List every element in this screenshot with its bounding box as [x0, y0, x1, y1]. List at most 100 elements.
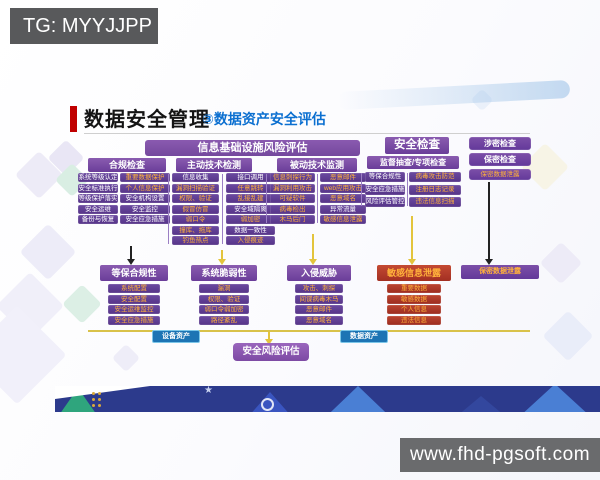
diamond-decor: [542, 310, 594, 362]
banner-infrastructure-risk-assessment: 信息基础设施风险评估: [145, 140, 360, 156]
diagram-item: 攻击、刺探: [295, 284, 343, 293]
diagram-item: 安全应急措施: [120, 215, 170, 224]
diagram-item: 漏洞扫描验证: [172, 183, 219, 193]
diagram-item: 撞库、拖库: [172, 225, 219, 235]
diagram-item: 违法信息扫描: [409, 197, 461, 207]
diagram-item: 乱接乱建: [226, 194, 275, 203]
diagram-item: 安全运维: [78, 204, 118, 214]
diagram-item: 等级保护落实: [78, 194, 118, 203]
data-assets-label: 数据资产: [340, 330, 388, 343]
security-risk-assessment-box: 安全风险评估: [233, 343, 309, 361]
column-header-passive-monitoring: 被动技术监测: [277, 158, 357, 172]
diagram-item: 恶意域名: [295, 315, 343, 325]
diagram-item: 可疑软件: [270, 194, 315, 203]
bottom-header-sensitive-info-leak: 敏感信息泄露: [377, 265, 451, 281]
title-accent-bar: [70, 106, 77, 132]
diagram-item: 弱口令弱加密: [199, 305, 249, 314]
triangle-decor: [310, 386, 406, 412]
column-subheader-spot-check: 监督抽查/专项检查: [367, 156, 459, 169]
diagram-item: 弱加密: [226, 215, 275, 224]
diagram-item: 木马后门: [270, 215, 315, 224]
diagram-item: 病毒攻击防范: [409, 172, 461, 182]
arrowhead-icon: [265, 339, 273, 345]
footer-band: ★: [55, 386, 600, 412]
site-watermark-badge: www.fhd-pgsoft.com: [400, 438, 600, 472]
diagram-item: 备份与恢复: [78, 215, 118, 224]
diagram-item: 恶意邮件: [295, 305, 343, 314]
diagram-item: web应用攻击: [320, 183, 366, 193]
title-divider: [84, 133, 530, 134]
star-icon: ★: [204, 386, 213, 396]
tg-watermark-label: TG: MYYJJPP: [23, 15, 152, 37]
diagram-item: 个人信息保护: [120, 183, 170, 193]
diagram-item: 个人信息: [387, 305, 441, 314]
diagram-item: 恶意邮件: [320, 173, 366, 182]
diamond-decor: [111, 343, 141, 373]
bottom-items-sensitive-info-leak: 重要数据敏感数据个人信息违法信息: [387, 284, 441, 325]
bottom-box-secret-data-leak: 保密数据泄露: [461, 265, 539, 279]
connector-line: [88, 330, 530, 332]
column-items-security-check: 等保合规性病毒攻击防范安全应急措施注册日志记录风险评估管控违法信息扫描: [361, 172, 461, 207]
diagram-item: 异常流量: [320, 204, 366, 214]
diagram-item: 任意跳转: [226, 183, 275, 193]
diagram-item: 病毒检出: [270, 204, 315, 214]
page-subtitle: ③数据资产安全评估: [202, 111, 326, 127]
diagram-item: 信息刺探行为: [270, 173, 315, 182]
bottom-header-system-vulnerability: 系统脆弱性: [191, 265, 257, 281]
secrecy-check-stack: 涉密检查保密检查保密数据泄露: [469, 137, 531, 180]
column-header-security-check: 安全检查: [385, 137, 449, 154]
diagram-item: 接口调用: [226, 173, 275, 182]
diagram-item: 敏感信息泄露: [320, 215, 366, 224]
arrow-security-down: [411, 216, 413, 260]
column-items-compliance-check: 系统等级认定重要数据保护安全标准执行个人信息保护等级保护落实安全机构设置安全运维…: [78, 173, 170, 224]
diagram-item: 路径紊乱: [199, 315, 249, 325]
bottom-items-intrusion-threat: 攻击、刺探间谍病毒木马恶意邮件恶意域名: [295, 284, 343, 325]
diagram-item: 系统配置: [108, 284, 160, 293]
diagram-item: 安全运维监控: [108, 305, 160, 314]
diagram-item: 违法信息: [387, 315, 441, 325]
diagram-item: 等保合规性: [365, 172, 405, 182]
diagram-item: 数据一致性: [226, 225, 275, 235]
diagram-item: 漏洞利用攻击: [270, 183, 315, 193]
page-title: 数据安全管理: [84, 109, 210, 131]
circle-decor: [261, 398, 274, 411]
column-header-active-detection: 主动技术检测: [176, 158, 252, 172]
diamond-decor: [539, 241, 583, 285]
arrowhead-icon: [218, 259, 226, 265]
arrowhead-icon: [127, 259, 135, 265]
diagram-item: 系统等级认定: [78, 173, 118, 182]
arrow-passive-down: [312, 234, 314, 260]
diagram-item: 安全监控: [120, 204, 170, 214]
bottom-header-grade-compliance: 等保合规性: [100, 265, 168, 281]
diagram-item: 信息收集: [172, 173, 219, 182]
diagram-item: 保密检查: [469, 153, 531, 166]
site-watermark-label: www.fhd-pgsoft.com: [409, 444, 591, 465]
bottom-header-intrusion-threat: 入侵威胁: [287, 265, 351, 281]
arrow-secrecy-down: [488, 182, 490, 260]
device-assets-label: 设备资产: [152, 330, 200, 343]
diagram-item: 重要数据: [387, 284, 441, 293]
arrowhead-icon: [309, 259, 317, 265]
arrowhead-icon: [485, 259, 493, 265]
triangle-decor: [495, 386, 600, 412]
column-items-active-detection: 信息收集接口调用漏洞扫描验证任意跳转权限、验证乱接乱建假冒仿冒安全域隔离弱口令弱…: [168, 173, 275, 245]
diagram-item: 涉密检查: [469, 137, 531, 150]
arrow-risk-down: [268, 332, 270, 340]
diagram-item: 安全机构设置: [120, 194, 170, 203]
tg-watermark-badge: TG: MYYJJPP: [10, 8, 158, 44]
highlight-streak-decor: [337, 79, 571, 111]
diagram-item: 安全标准执行: [78, 183, 118, 193]
diagram-item: 假冒仿冒: [172, 204, 219, 214]
bottom-items-grade-compliance: 系统配置安全配置安全运维监控安全应急措施: [108, 284, 160, 325]
column-header-compliance-check: 合规检查: [88, 158, 166, 172]
diagram-item: 恶意域名: [320, 194, 366, 203]
diagram-item: 安全应急措施: [108, 315, 160, 325]
diagram-item: 注册日志记录: [409, 184, 461, 195]
diagram-item: 重要数据保护: [120, 173, 170, 182]
diagram-item: 钓鱼热点: [172, 236, 219, 245]
bottom-items-system-vulnerability: 漏洞权限、验证弱口令弱加密路径紊乱: [199, 284, 249, 325]
arrowhead-icon: [408, 259, 416, 265]
diagram-item: 风险评估管控: [365, 197, 405, 207]
diamond-decor: [62, 284, 102, 324]
diagram-item: 权限、验证: [172, 194, 219, 203]
